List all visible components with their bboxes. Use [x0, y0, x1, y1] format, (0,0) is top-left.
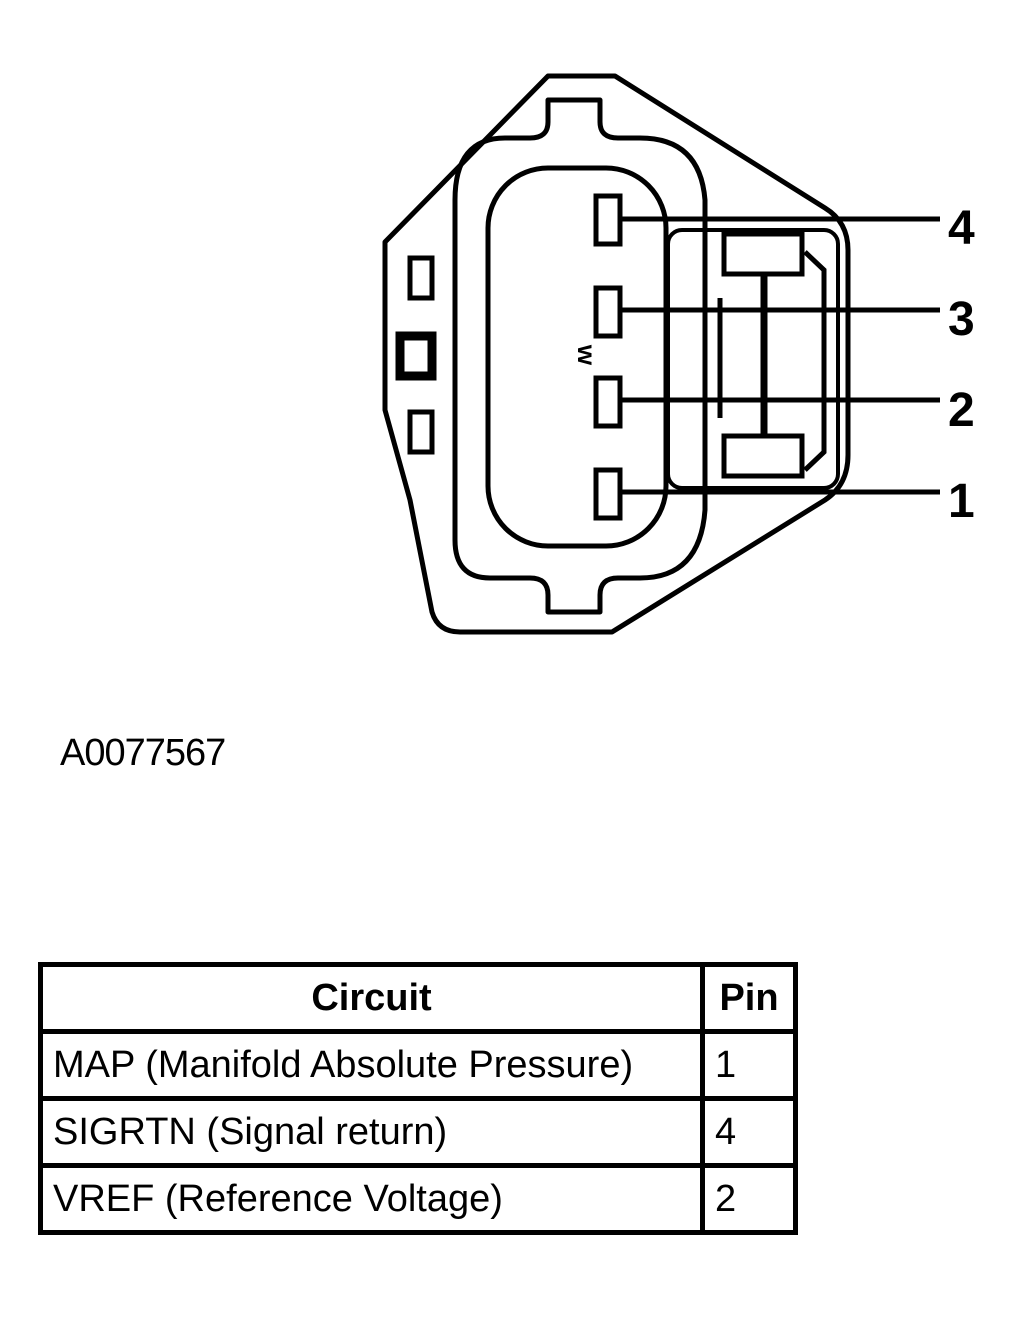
pin-index-mark: w — [572, 344, 602, 366]
table-header-row: Circuit Pin — [38, 962, 798, 1034]
pin-assignment-table: Circuit Pin MAP (Manifold Absolute Press… — [38, 962, 798, 1235]
side-slot-top — [407, 255, 435, 301]
circuit-column-header: Circuit — [38, 962, 705, 1034]
pin-leader-lines — [620, 216, 940, 495]
pin-cell: 2 — [700, 1163, 798, 1235]
pin-label-1: 1 — [948, 475, 975, 528]
table-row: MAP (Manifold Absolute Pressure) 1 — [38, 1029, 798, 1101]
connector-inner-housing — [452, 97, 708, 615]
pin-label-4: 4 — [948, 202, 975, 255]
pin-label-3: 3 — [948, 293, 975, 346]
internal-sensor-element — [666, 228, 840, 490]
circuit-cell: VREF (Reference Voltage) — [38, 1163, 705, 1235]
pin-2-terminal — [593, 375, 623, 429]
pin-label-2: 2 — [948, 384, 975, 437]
pin-1-terminal — [593, 467, 623, 521]
circuit-cell: MAP (Manifold Absolute Pressure) — [38, 1029, 705, 1101]
connector-outer-housing — [382, 73, 851, 635]
side-slot-middle — [395, 331, 437, 381]
connector-diagram: w 4 3 2 1 — [382, 73, 975, 635]
pin-cell: 4 — [700, 1096, 798, 1168]
circuit-cell: SIGRTN (Signal return) — [38, 1096, 705, 1168]
pin-4-terminal — [593, 193, 623, 247]
pin-cell: 1 — [700, 1029, 798, 1101]
pin-column-header: Pin — [700, 962, 798, 1034]
side-slot-bottom — [407, 409, 435, 455]
figure-reference-code: A0077567 — [60, 732, 226, 774]
table-row: VREF (Reference Voltage) 2 — [38, 1163, 798, 1235]
table-row: SIGRTN (Signal return) 4 — [38, 1096, 798, 1168]
pin-3-terminal — [593, 285, 623, 339]
